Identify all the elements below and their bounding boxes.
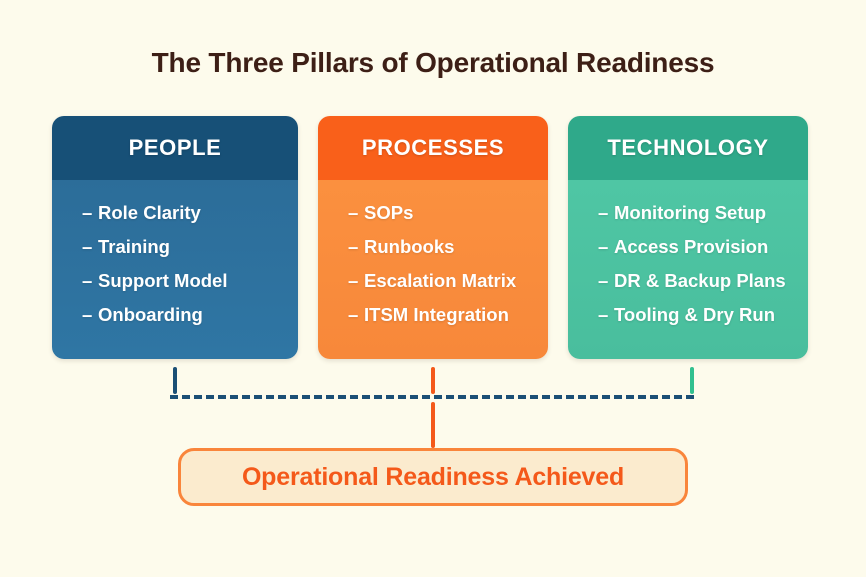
pillar-item-label: SOPs: [364, 202, 414, 223]
pillar-item-label: Tooling & Dry Run: [614, 304, 775, 325]
pillar-item: –Access Provision: [598, 230, 808, 264]
pillar-header-technology: TECHNOLOGY: [568, 116, 808, 180]
page-title: The Three Pillars of Operational Readine…: [151, 47, 715, 78]
bullet-dash-icon: –: [348, 202, 359, 223]
bullet-dash-icon: –: [598, 202, 609, 223]
pillar-item-label: Monitoring Setup: [614, 202, 767, 223]
pillar-item-label: Training: [98, 236, 170, 257]
connector-stem-people: [173, 367, 177, 394]
pillar-item-label: Onboarding: [98, 304, 203, 325]
pillar-item: –Tooling & Dry Run: [598, 298, 808, 332]
outcome-banner[interactable]: Operational Readiness Achieved: [178, 448, 688, 506]
pillar-body-processes: –SOPs –Runbooks –Escalation Matrix –ITSM…: [318, 180, 548, 359]
bullet-dash-icon: –: [82, 236, 93, 257]
connector-stem-outcome: [431, 402, 435, 448]
pillar-item: –Onboarding: [82, 298, 298, 332]
pillar-item-label: ITSM Integration: [364, 304, 509, 325]
bullet-dash-icon: –: [82, 202, 93, 223]
connector-stem-processes: [431, 367, 435, 394]
pillar-body-technology: –Monitoring Setup –Access Provision –DR …: [568, 180, 808, 359]
bullet-dash-icon: –: [82, 270, 93, 291]
pillar-header-people: PEOPLE: [52, 116, 298, 180]
pillar-header-processes: PROCESSES: [318, 116, 548, 180]
pillar-card-processes[interactable]: PROCESSES –SOPs –Runbooks –Escalation Ma…: [318, 116, 548, 359]
connector-stem-technology: [690, 367, 694, 394]
pillar-item-label: Escalation Matrix: [364, 270, 517, 291]
bullet-dash-icon: –: [598, 270, 609, 291]
pillar-item: –SOPs: [348, 196, 548, 230]
pillar-item-label: Support Model: [98, 270, 228, 291]
pillar-item: –DR & Backup Plans: [598, 264, 808, 298]
pillar-body-people: –Role Clarity –Training –Support Model –…: [52, 180, 298, 359]
pillar-card-technology[interactable]: TECHNOLOGY –Monitoring Setup –Access Pro…: [568, 116, 808, 359]
bullet-dash-icon: –: [598, 304, 609, 325]
pillar-item: –Role Clarity: [82, 196, 298, 230]
pillar-item: –Escalation Matrix: [348, 264, 548, 298]
bullet-dash-icon: –: [82, 304, 93, 325]
pillar-card-people[interactable]: PEOPLE –Role Clarity –Training –Support …: [52, 116, 298, 359]
pillar-item: –Runbooks: [348, 230, 548, 264]
bullet-dash-icon: –: [348, 304, 359, 325]
pillar-item-label: DR & Backup Plans: [614, 270, 786, 291]
bullet-dash-icon: –: [598, 236, 609, 257]
pillar-item-label: Access Provision: [614, 236, 769, 257]
connector-dashed-bus: [170, 395, 694, 399]
pillar-item: –Support Model: [82, 264, 298, 298]
outcome-label: Operational Readiness Achieved: [241, 462, 625, 491]
pillar-item: –Training: [82, 230, 298, 264]
pillar-item-label: Runbooks: [364, 236, 455, 257]
pillar-item-label: Role Clarity: [98, 202, 201, 223]
pillar-item: –ITSM Integration: [348, 298, 548, 332]
bullet-dash-icon: –: [348, 236, 359, 257]
pillar-item: –Monitoring Setup: [598, 196, 808, 230]
bullet-dash-icon: –: [348, 270, 359, 291]
